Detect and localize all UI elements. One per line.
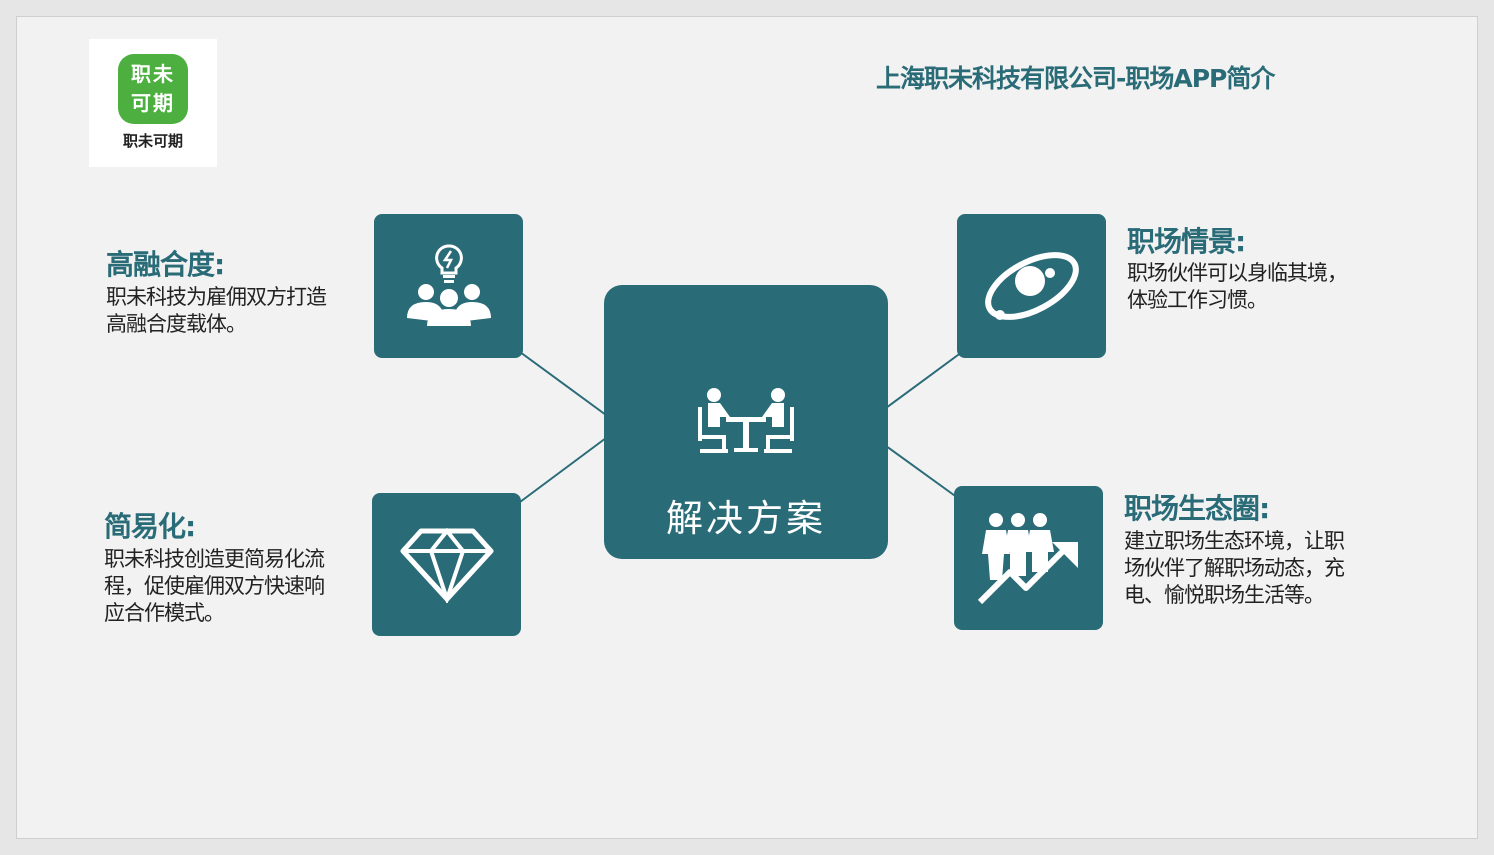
simplify-tile <box>372 493 521 636</box>
orbit-icon <box>984 252 1079 320</box>
logo-name: 职未可期 <box>122 132 183 150</box>
ecosystem-text-line1: 建立职场生态环境，让职 <box>1124 529 1345 553</box>
company-logo: 职未 可期 职未可期 <box>89 39 217 167</box>
diamond-icon <box>400 527 493 603</box>
high-fusion-text: 职未科技为雇佣双方打造 高融合度载体。 <box>106 284 327 338</box>
simplify-text-line3: 应合作模式。 <box>104 601 225 625</box>
ecosystem-tile <box>954 486 1103 630</box>
high-fusion-text-line1: 职未科技为雇佣双方打造 <box>106 285 327 309</box>
growth-team-icon <box>977 513 1078 605</box>
page-title: 上海职未科技有限公司-职场APP简介 <box>876 64 1275 93</box>
high-fusion-tile <box>374 214 523 358</box>
high-fusion-text-line2: 高融合度载体。 <box>106 312 247 336</box>
solution-center-card: 解决方案 <box>604 285 888 559</box>
scene-text-line2: 体验工作习惯。 <box>1127 288 1268 312</box>
simplify-text-line1: 职未科技创造更简易化流 <box>104 547 325 571</box>
ecosystem-title: 职场生态圈: <box>1124 492 1270 525</box>
simplify-title: 简易化: <box>104 510 196 543</box>
meeting-people-icon <box>698 388 794 453</box>
scene-text: 职场伙伴可以身临其境， 体验工作习惯。 <box>1127 260 1348 314</box>
logo-mark: 职未 可期 <box>118 54 188 124</box>
ecosystem-text-line2: 场伙伴了解职场动态，充 <box>1124 556 1345 580</box>
ecosystem-text-line3: 电、愉悦职场生活等。 <box>1124 583 1325 607</box>
logo-mark-line2: 可期 <box>131 91 175 115</box>
simplify-text: 职未科技创造更简易化流 程，促使雇佣双方快速响 应合作模式。 <box>104 546 325 627</box>
scene-tile <box>957 214 1106 358</box>
logo-mark-line1: 职未 <box>131 62 175 86</box>
ecosystem-text: 建立职场生态环境，让职 场伙伴了解职场动态，充 电、愉悦职场生活等。 <box>1124 528 1345 609</box>
solution-title: 解决方案 <box>666 497 826 540</box>
team-lightbulb-icon <box>406 244 491 326</box>
scene-text-line1: 职场伙伴可以身临其境， <box>1127 261 1348 285</box>
high-fusion-title: 高融合度: <box>106 248 225 281</box>
simplify-text-line2: 程，促使雇佣双方快速响 <box>104 574 325 598</box>
scene-title: 职场情景: <box>1127 225 1246 258</box>
